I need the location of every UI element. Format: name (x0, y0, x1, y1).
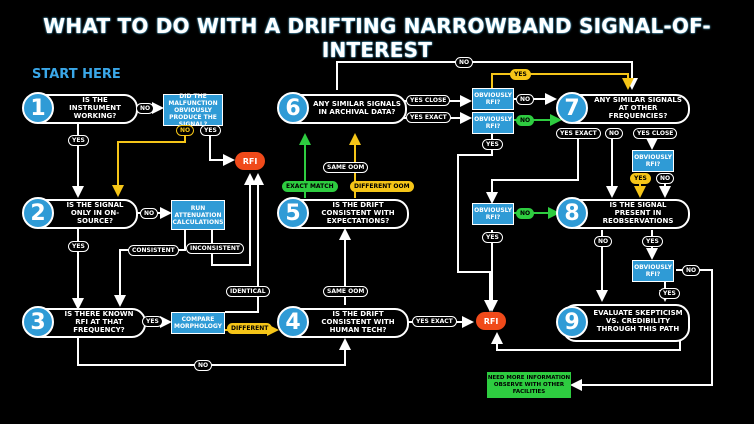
label-no-3: NO (194, 360, 213, 371)
label-yes-3: YES (142, 316, 163, 327)
label-yes-mid: YES (482, 139, 503, 150)
label-consistent: CONSISTENT (128, 245, 179, 256)
rfi-terminal-1: RFI (235, 152, 265, 170)
label-yes-left8: YES (482, 232, 503, 243)
node-5-text: IS THE DRIFT CONSISTENT WITH EXPECTATION… (321, 201, 395, 225)
label-different: DIFFERENT (227, 323, 273, 334)
step-number-1: 1 (22, 92, 54, 124)
label-no-2: NO (140, 208, 159, 219)
node-4-text: IS THE DRIFT CONSISTENT WITH HUMAN TECH? (321, 310, 395, 334)
label-no-8: NO (594, 236, 613, 247)
attenuation-box: RUN ATTENUATION CALCULATIONS (171, 200, 225, 230)
label-no-top: NO (516, 94, 535, 105)
label-yes-malfunction: YES (200, 125, 221, 136)
label-yes-8: YES (642, 236, 663, 247)
label-yes-top: YES (510, 69, 531, 80)
need-more-information-box: NEED MORE INFORMATION OBSERVE WITH OTHER… (487, 372, 571, 398)
step-number-8: 8 (556, 197, 588, 229)
label-same-oom-5: SAME OOM (323, 162, 369, 173)
label-yes-exact-6: YES EXACT (406, 112, 451, 123)
label-same-oom-4: SAME OOM (323, 286, 369, 297)
label-yes-close-7: YES CLOSE (633, 128, 678, 139)
obviously-rfi-mid: OBVIOUSLY RFI? (472, 112, 514, 134)
node-9-text: EVALUATE SKEPTICISM VS. CREDIBILITY THRO… (593, 309, 683, 333)
label-yes-obv7: YES (630, 173, 651, 184)
label-no-left8: NO (516, 208, 535, 219)
node-6-text: ANY SIMILAR SIGNALS IN ARCHIVAL DATA? (313, 100, 401, 116)
label-no-mid: NO (516, 115, 535, 126)
label-no-malfunction: NO (176, 125, 195, 136)
node-7-text: ANY SIMILAR SIGNALS AT OTHER FREQUENCIES… (594, 96, 682, 120)
page-title: WHAT TO DO WITH A DRIFTING NARROWBAND SI… (43, 14, 711, 62)
label-yes-close-6: YES CLOSE (406, 95, 451, 106)
obviously-rfi-top: OBVIOUSLY RFI? (472, 88, 514, 110)
malfunction-box: DID THE MALFUNCTION OBVIOUSLY PRODUCE TH… (163, 93, 223, 128)
obviously-rfi-left8: OBVIOUSLY RFI? (472, 203, 514, 225)
compare-morphology-box: COMPARE MORPHOLOGY (171, 312, 225, 334)
rfi-terminal-2: RFI (476, 312, 506, 330)
step-number-4: 4 (277, 306, 309, 338)
step-number-9: 9 (556, 306, 588, 338)
node-8-text: IS THE SIGNAL PRESENT IN REOBSERVATIONS (602, 201, 674, 225)
label-no-obv7: NO (656, 173, 675, 184)
label-yes-2: YES (68, 241, 89, 252)
step-number-7: 7 (556, 92, 588, 124)
step-number-6: 6 (277, 92, 309, 124)
step-number-5: 5 (277, 197, 309, 229)
obviously-rfi-7: OBVIOUSLY RFI? (632, 150, 674, 172)
step-number-2: 2 (22, 197, 54, 229)
label-yes-1: YES (68, 135, 89, 146)
obviously-rfi-8: OBVIOUSLY RFI? (632, 260, 674, 282)
label-yes-obv8: YES (659, 288, 680, 299)
label-no-obv8: NO (682, 265, 701, 276)
label-identical: IDENTICAL (226, 286, 270, 297)
label-yes-exact-7: YES EXACT (556, 128, 601, 139)
label-inconsistent: INCONSISTENT (186, 243, 244, 254)
node-2-text: IS THE SIGNAL ONLY IN ON-SOURCE? (66, 201, 124, 225)
label-different-oom: DIFFERENT OOM (350, 181, 414, 192)
node-3-text: IS THERE KNOWN RFI AT THAT FREQUENCY? (64, 310, 134, 334)
label-no-6: NO (455, 57, 474, 68)
node-1-text: IS THE INSTRUMENT WORKING? (69, 96, 121, 120)
label-no-1: NO (136, 103, 155, 114)
label-exact-match: EXACT MATCH (282, 181, 338, 192)
label-yes-exact-4: YES EXACT (412, 316, 457, 327)
step-number-3: 3 (22, 306, 54, 338)
start-here-label: START HERE (32, 67, 121, 82)
label-no-7: NO (605, 128, 624, 139)
